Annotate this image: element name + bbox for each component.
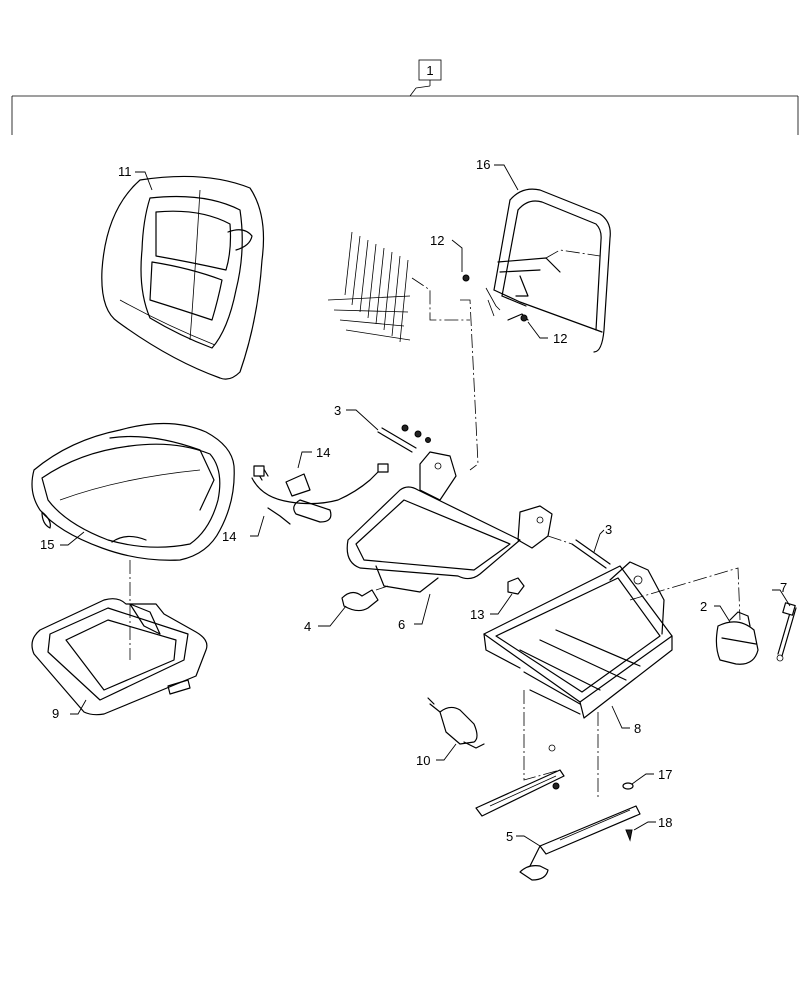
assembly-bracket: 1	[11, 59, 799, 135]
part-7-shock: 7	[772, 580, 797, 662]
callout-14b: 14	[222, 529, 236, 544]
callout-14a: 14	[316, 445, 330, 460]
callout-6: 6	[398, 617, 405, 632]
callout-8: 8	[634, 721, 641, 736]
callout-3a: 3	[334, 403, 341, 418]
callout-13: 13	[470, 607, 484, 622]
callout-17: 17	[658, 767, 672, 782]
rail-left	[475, 744, 565, 817]
part-12-fasteners: 12 12	[430, 233, 567, 471]
part-10-bracket: 10	[416, 697, 485, 768]
part-11-back-cushion: 11	[101, 164, 265, 380]
part-6-seat-frame: 6	[346, 451, 553, 632]
callout-11: 11	[118, 164, 132, 179]
callout-10: 10	[416, 753, 430, 768]
part-16-back-frame: 16	[476, 157, 611, 353]
part-18-bolt: 18	[625, 815, 672, 842]
callout-15: 15	[40, 537, 54, 552]
part-13-nut: 13	[470, 577, 525, 622]
part-14-wiring-harness: 14 14	[222, 445, 389, 544]
callout-18: 18	[658, 815, 672, 830]
part-8-suspension: 8	[483, 561, 741, 800]
callout-2: 2	[700, 599, 707, 614]
part-2-motor: 2	[700, 599, 759, 665]
callout-7: 7	[780, 580, 787, 595]
callout-16: 16	[476, 157, 490, 172]
part-15-seat-cushion: 15	[31, 422, 235, 660]
callout-5: 5	[506, 829, 513, 844]
part-3-pin-upper: 3	[334, 403, 431, 453]
callout-12b: 12	[553, 331, 567, 346]
part-4-knob: 4	[304, 585, 389, 634]
callout-12a: 12	[430, 233, 444, 248]
callout-9: 9	[52, 706, 59, 721]
part-5-rail-handle: 5	[506, 805, 641, 881]
part-9-seat-pan: 9	[31, 598, 208, 721]
part-3-pin-right: 3	[547, 522, 612, 569]
callout-3b: 3	[605, 522, 612, 537]
part-17-washer: 17	[622, 767, 672, 790]
callout-4: 4	[304, 619, 311, 634]
assembly-label: 1	[426, 63, 433, 78]
fastener-strip	[327, 231, 470, 343]
